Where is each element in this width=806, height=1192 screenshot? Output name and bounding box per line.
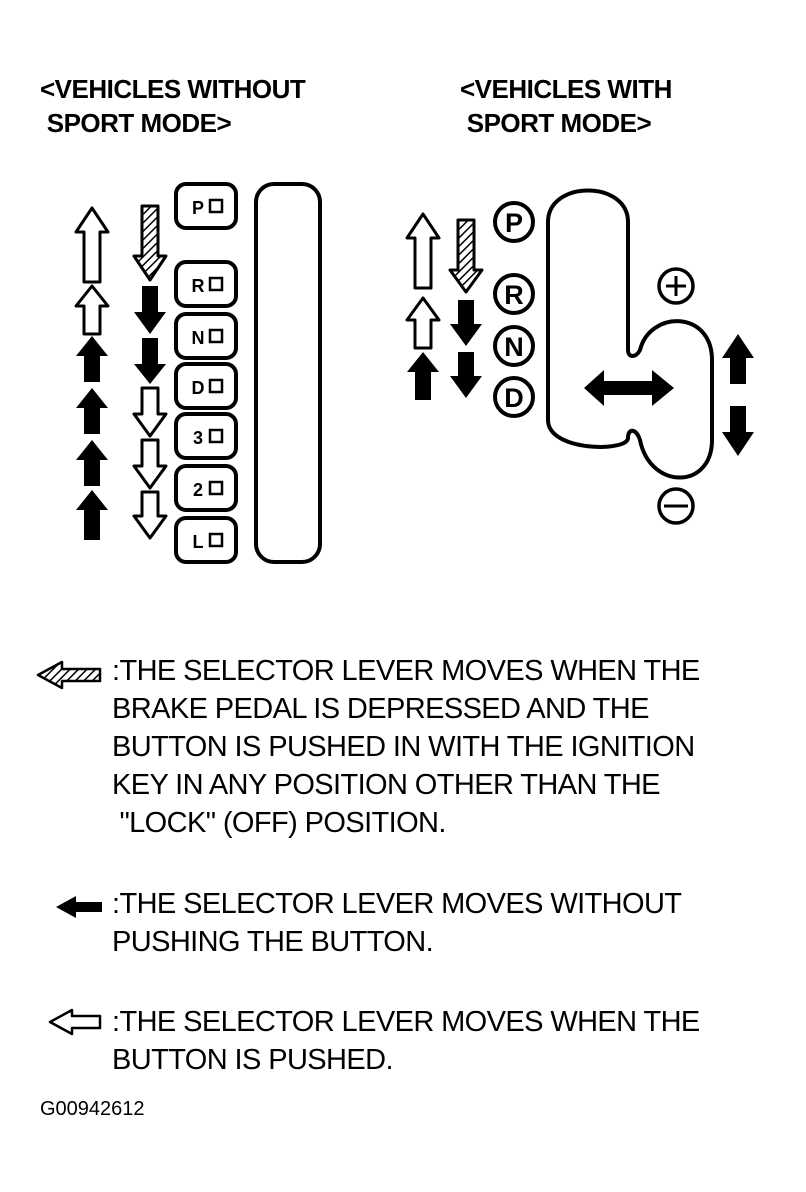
gear-circle-d: D [493,376,535,418]
gear-box-3: 3 [174,412,238,460]
gear-box-n: N [174,312,238,360]
outline-up-arrow-icon [74,284,110,336]
solid-up-arrow-icon [407,352,439,400]
solid-up-arrow-icon [76,490,108,540]
outline-up-arrow-icon [74,206,110,284]
gear-label-2: 2 [193,480,203,500]
solid-up-arrow-icon [722,334,754,384]
gear-box-d: D [174,362,238,410]
outline-up-arrow-icon [405,212,441,290]
right-gate-positions: P R N D [493,201,535,418]
gear-label-r: R [192,276,205,296]
minus-icon [657,487,695,525]
right-down-arrows [448,218,484,398]
plus-icon [657,267,695,305]
gear-box-p: P [174,182,238,230]
solid-down-arrow-icon [134,286,166,334]
left-up-arrows [74,206,110,540]
gear-box-2: 2 [174,464,238,512]
gear-label-d: D [504,383,524,413]
gear-box-r: R [174,260,238,308]
outline-down-arrow-icon [132,490,168,540]
solid-arrow-icon [56,896,102,918]
outline-arrow-icon [48,1008,102,1036]
left-lever-slot [254,182,322,564]
gear-label-p: P [505,208,523,238]
outline-down-arrow-icon [132,438,168,490]
hatched-arrow-icon [36,660,102,690]
heading-with-sport-mode: <VEHICLES WITH SPORT MODE> [460,74,672,138]
gear-circle-n: N [493,325,535,367]
hatched-down-arrow-icon [448,218,484,294]
gear-label-n: N [504,332,524,362]
figure-id: G00942612 [40,1098,145,1120]
solid-up-arrow-icon [76,336,108,382]
solid-down-arrow-icon [134,338,166,384]
sport-shift-gate-outline [546,188,714,480]
left-down-arrows [132,204,168,540]
hatched-down-arrow-icon [132,204,168,282]
solid-up-arrow-icon [76,388,108,434]
outline-down-arrow-icon [132,386,168,438]
solid-down-arrow-icon [722,406,754,456]
gear-label-r: R [504,280,524,310]
gear-box-l: L [174,516,238,564]
gear-label-l: L [193,532,204,552]
legend-solid-description: :THE SELECTOR LEVER MOVES WITHOUT PUSHIN… [112,888,682,958]
outline-up-arrow-icon [405,296,441,350]
solid-down-arrow-icon [450,300,482,346]
heading-without-sport-mode: <VEHICLES WITHOUT SPORT MODE> [40,74,306,138]
gear-circle-p: P [493,201,535,243]
solid-down-arrow-icon [450,352,482,398]
double-horizontal-arrow-icon [584,370,674,406]
gear-label-3: 3 [193,428,203,448]
gear-label-n: N [192,328,205,348]
left-gate-positions: P R N D 3 2 L [174,182,238,564]
solid-up-arrow-icon [76,440,108,486]
legend-outline-description: :THE SELECTOR LEVER MOVES WHEN THE BUTTO… [112,1006,700,1076]
gear-label-d: D [192,378,205,398]
right-up-arrows [405,212,441,400]
gear-circle-r: R [493,273,535,315]
legend-hatched-description: :THE SELECTOR LEVER MOVES WHEN THE BRAKE… [112,655,700,839]
gear-label-p: P [192,198,204,218]
